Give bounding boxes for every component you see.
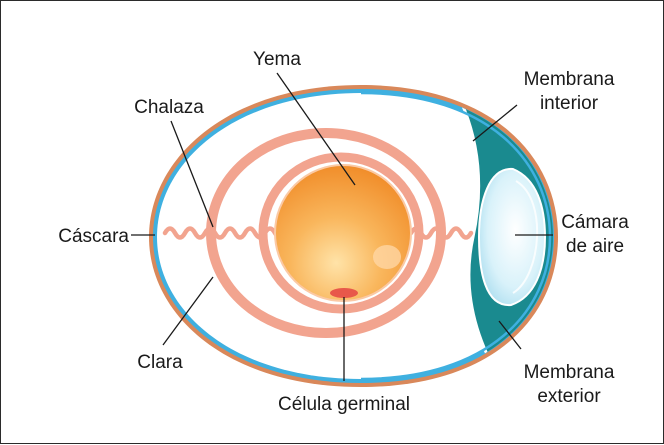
label-camara-aire-1: Cámara: [561, 212, 629, 233]
label-yema: Yema: [253, 49, 301, 70]
label-membrana-interior-1: Membrana: [524, 69, 615, 90]
label-membrana-exterior-2: exterior: [537, 386, 601, 407]
yolk: [275, 165, 411, 301]
label-camara-aire-2: de aire: [566, 236, 624, 257]
label-membrana-exterior-1: Membrana: [524, 362, 615, 383]
germinal-cell: [330, 288, 358, 298]
label-celula-germinal: Célula germinal: [278, 394, 410, 415]
label-cascara: Cáscara: [58, 226, 129, 247]
label-clara: Clara: [137, 352, 183, 373]
label-membrana-interior-2: interior: [540, 93, 599, 114]
label-chalaza: Chalaza: [134, 97, 204, 118]
air-cell: [479, 169, 545, 305]
